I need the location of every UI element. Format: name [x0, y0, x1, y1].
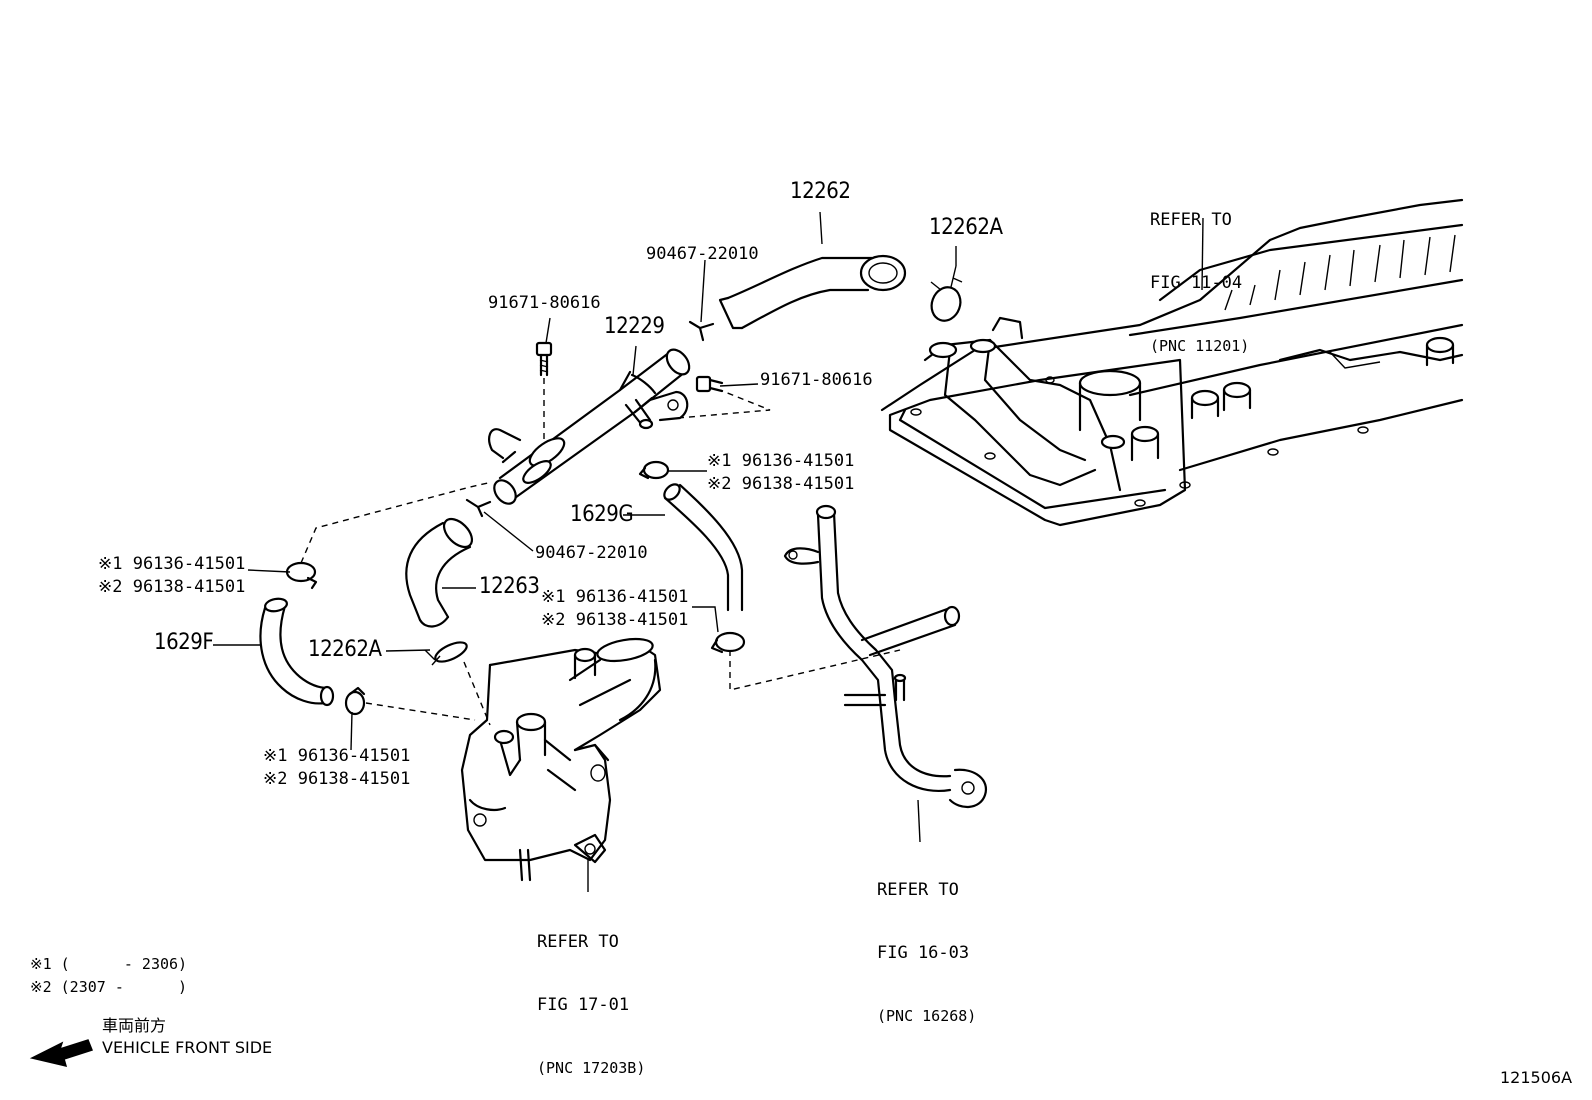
assembly-lines: [300, 378, 901, 726]
hose-1629G-part: [663, 483, 744, 612]
refer-block-bottom: REFER TO FIG 17-01 (PNC 17203B): [537, 890, 645, 1100]
label-90467-mid: 90467-22010: [535, 543, 648, 563]
label-1629G: 1629G: [570, 502, 634, 527]
refer-block-right: REFER TO FIG 16-03 (PNC 16268): [877, 838, 976, 1048]
label-12229: 12229: [604, 314, 665, 339]
clip-90467-mid-part: [465, 498, 492, 518]
clip-90467-top-part: [688, 320, 715, 342]
hose-12262-part: [718, 254, 907, 330]
label-12262A-left: 12262A: [308, 637, 382, 662]
refer-bottom-line3: (PNC 17203B): [537, 1059, 646, 1077]
label-96138-mid: ※2 96138-41501: [541, 610, 689, 630]
label-96138-bottom: ※2 96138-41501: [263, 769, 411, 789]
cylinder-head-part: [880, 198, 1464, 527]
refer-bottom-line2: FIG 17-01: [537, 995, 630, 1015]
gasket-12262A-left-part: [424, 641, 468, 666]
note-1: ※1 ( - 2306): [30, 955, 188, 973]
label-12262: 12262: [790, 179, 851, 204]
refer-right-line3: (PNC 16268): [877, 1007, 977, 1025]
refer-top-line1: REFER TO: [1150, 210, 1232, 230]
vehicle-front-arrow-icon: [29, 1039, 93, 1068]
refer-right-line1: REFER TO: [877, 880, 959, 900]
refer-top-line2: FIG 11-04: [1150, 273, 1243, 293]
hose-1629F-part: [259, 597, 335, 707]
refer-top-line3: (PNC 11201): [1150, 337, 1250, 355]
label-96138-left: ※2 96138-41501: [98, 577, 246, 597]
direction-jp: 車両前方: [102, 1016, 167, 1035]
clamp-bottom-part: [344, 686, 366, 716]
label-91671-right: 91671-80616: [760, 370, 873, 390]
bolt-91671-right-part: [695, 375, 724, 393]
label-96136-mid: ※1 96136-41501: [541, 587, 689, 607]
direction-en: VEHICLE FRONT SIDE: [102, 1038, 273, 1057]
refer-block-top: REFER TO FIG 11-04 (PNC 11201): [1150, 168, 1249, 378]
figure-id: 121506A: [1500, 1068, 1573, 1087]
note-2: ※2 (2307 - ): [30, 978, 188, 996]
refer-bottom-line1: REFER TO: [537, 932, 619, 952]
gasket-12262A-top-part: [930, 265, 963, 322]
label-96136-left: ※1 96136-41501: [98, 554, 246, 574]
bolt-91671-left-part: [535, 341, 553, 377]
label-1629F: 1629F: [154, 630, 214, 655]
bypass-pipe-part: [783, 504, 988, 808]
hose-12263-part: [405, 517, 474, 628]
label-96138-right: ※2 96138-41501: [707, 474, 855, 494]
label-12263: 12263: [479, 574, 540, 599]
water-pipe-12229-part: [488, 348, 691, 505]
label-96136-bottom: ※1 96136-41501: [263, 746, 411, 766]
leader-lines: [213, 211, 1204, 892]
label-91671-left: 91671-80616: [488, 293, 601, 313]
label-90467-top: 90467-22010: [646, 244, 759, 264]
clamp-right-part: [638, 460, 670, 480]
refer-right-line2: FIG 16-03: [877, 943, 970, 963]
clamp-left-part: [285, 561, 318, 590]
label-96136-right: ※1 96136-41501: [707, 451, 855, 471]
clamp-1629G-part: [710, 631, 746, 654]
water-outlet-housing-part: [460, 637, 662, 882]
label-12262A-top: 12262A: [929, 215, 1003, 240]
